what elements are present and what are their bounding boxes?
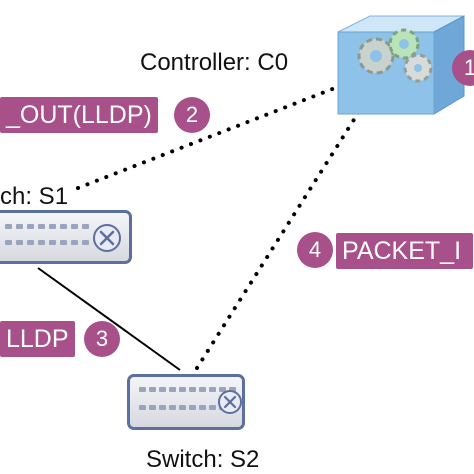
message-step-badge-2: 2: [174, 97, 210, 133]
message-step-badge-4: 4: [297, 232, 333, 268]
switch-s2-ports: [139, 387, 236, 392]
switch-cross-arrows-icon: [218, 390, 242, 414]
controller-c0[interactable]: [318, 10, 474, 118]
switch-s1-ports: [5, 224, 89, 229]
switch-s1[interactable]: [0, 210, 132, 264]
message-tag-packet-out: _OUT(LLDP): [0, 97, 158, 133]
switch-s2-label: Switch: S2: [146, 446, 260, 473]
control-link-c0-s2: [195, 116, 357, 370]
controller-step-badge: 1: [452, 50, 474, 86]
data-link-s1-s2: [37, 267, 181, 371]
message-tag-lldp: LLDP: [0, 321, 75, 357]
controller-gears-icon: [337, 15, 465, 115]
switch-cross-arrows-icon: [93, 224, 121, 252]
message-step-badge-3: 3: [84, 321, 120, 357]
message-tag-packet-in: PACKET_I: [336, 233, 474, 269]
switch-s1-label: ch: S1: [0, 183, 69, 210]
controller-label: Controller: C0: [140, 49, 289, 76]
switch-s1-ports-lower: [5, 240, 89, 245]
switch-s2[interactable]: [127, 374, 245, 430]
